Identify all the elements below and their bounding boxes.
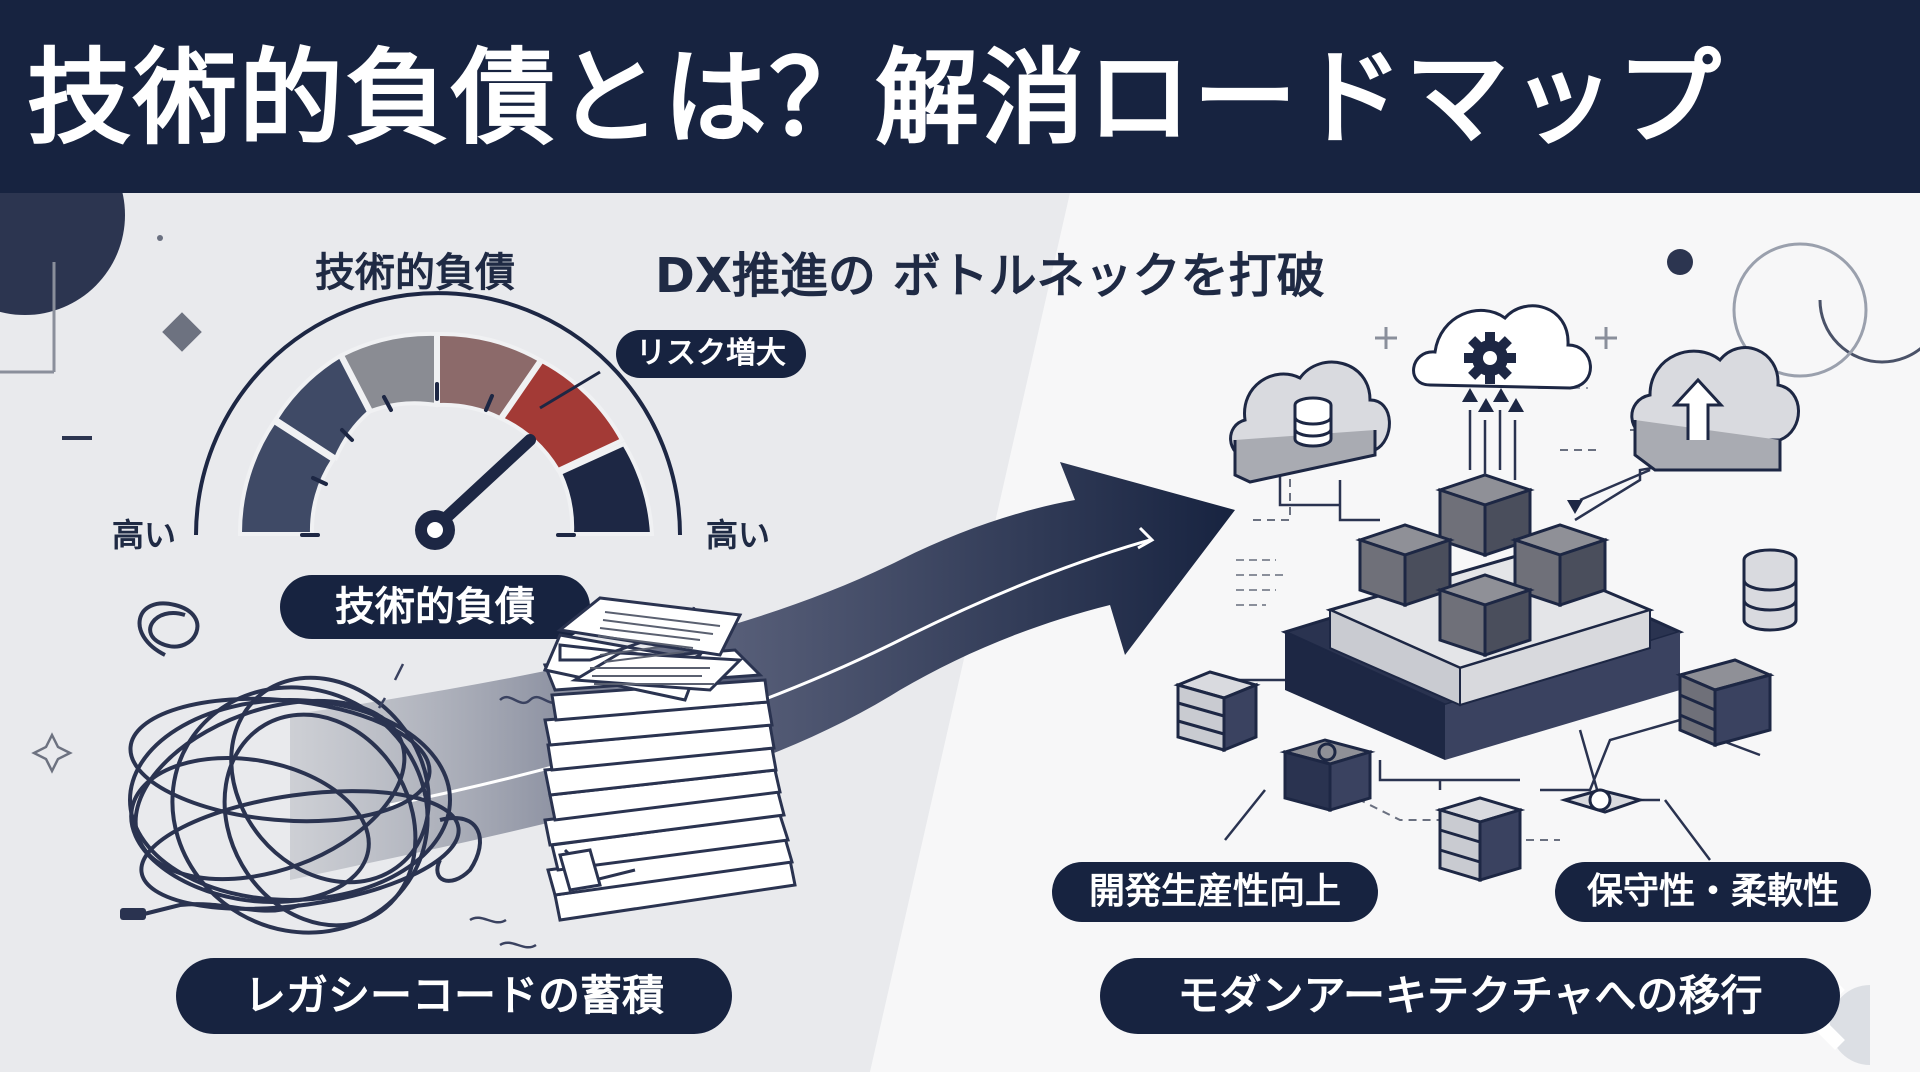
page-title: 技術的負債とは？解消ロードマップ	[26, 37, 1723, 159]
gauge-needle	[429, 434, 536, 534]
gear-icon	[1464, 332, 1516, 384]
gauge-low-label: 高い	[112, 516, 177, 554]
subtitle: DX推進の ボトルネックを打破	[655, 248, 1325, 304]
header-banner: 技術的負債とは？解消ロードマップ	[0, 0, 1920, 193]
gauge-segment-5	[557, 441, 655, 536]
gauge-high-label: 高い	[706, 516, 771, 554]
database-icon-right	[1742, 548, 1798, 632]
benefit-productivity: 開発生産性向上	[1052, 862, 1378, 922]
gauge-pill: 技術的負債	[280, 575, 590, 639]
gauge-segment-1	[237, 419, 336, 536]
gauge-title: 技術的負債	[315, 250, 515, 296]
database-icon	[1293, 396, 1333, 448]
server-rack-icon	[1173, 670, 1261, 753]
benefit-maintainability: 保守性・柔軟性	[1555, 862, 1871, 922]
migration-label: モダンアーキテクチャへの移行	[1100, 958, 1840, 1034]
upload-arrow-icon	[1671, 377, 1725, 440]
gauge-segment-4	[499, 358, 625, 473]
legacy-label: レガシーコードの蓄積	[176, 958, 732, 1034]
gauge-segment-3	[436, 331, 543, 421]
risk-badge: リスク増大	[616, 330, 806, 378]
